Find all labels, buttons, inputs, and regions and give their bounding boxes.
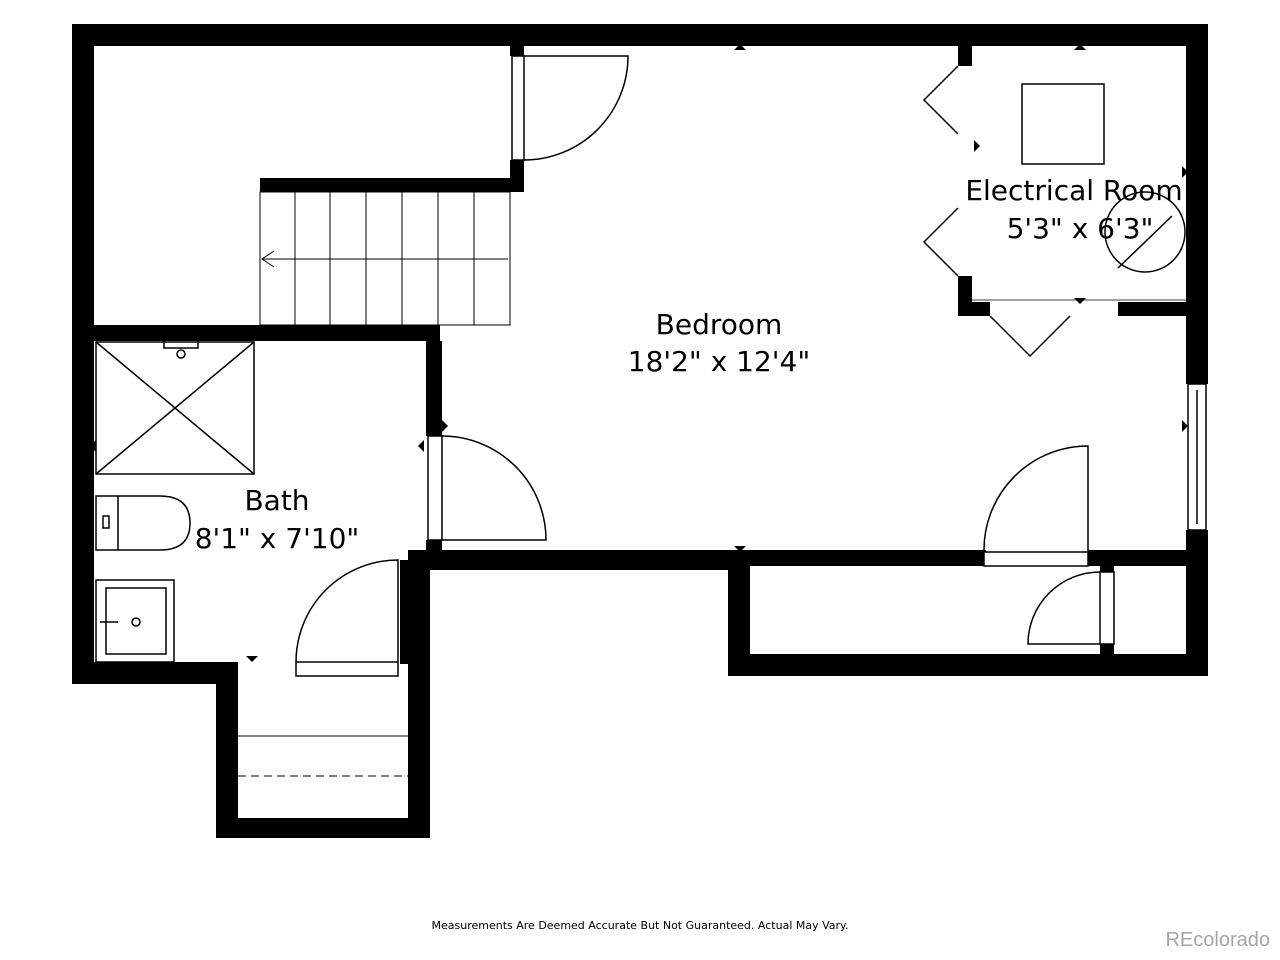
- bath-fixtures: [95, 339, 255, 663]
- electrical-fixtures: [972, 83, 1186, 301]
- exterior-walls: [72, 24, 1208, 838]
- electrical-room-name: Electrical Room: [965, 174, 1182, 207]
- bedroom-name: Bedroom: [656, 308, 783, 341]
- window: [1187, 383, 1207, 531]
- disclaimer-text: Measurements Are Deemed Accurate But Not…: [431, 919, 849, 932]
- bath-size: 8'1" x 7'10": [195, 522, 360, 555]
- brand-watermark: REcolorado: [1165, 929, 1270, 951]
- bath-name: Bath: [244, 484, 309, 517]
- lower-steps: [238, 735, 408, 777]
- bedroom-size: 18'2" x 12'4": [628, 345, 810, 378]
- stairs: [259, 191, 511, 326]
- doors: [295, 55, 1115, 677]
- electrical-room-size: 5'3" x 6'3": [1007, 212, 1154, 245]
- measure-markers: [90, 44, 1188, 662]
